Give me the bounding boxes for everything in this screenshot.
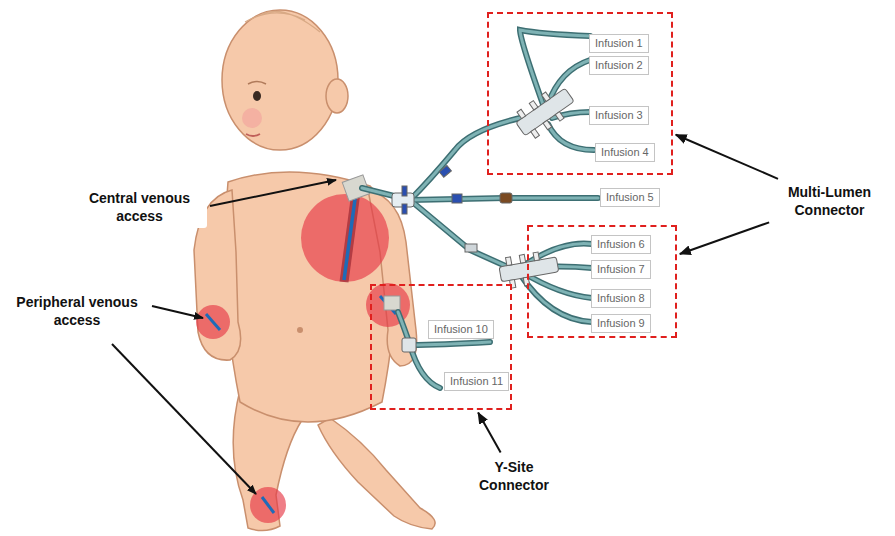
label-text: Central venous access [76,189,203,225]
access-site [196,175,410,523]
connector-hardware [392,82,579,352]
callout-arrow [676,135,778,179]
tubing [362,30,598,388]
label-text: Y-Site Connector [466,458,562,494]
ear [326,79,348,113]
label-text: Infusion 4 [601,146,649,159]
connector-group: Infusion 6 Infusion 7 Infusion 8 Infusion 9 [527,225,677,338]
head [222,10,338,150]
infusion-label: Infusion 4 [595,143,655,162]
callout-label: Peripheral venous access [4,290,150,332]
infusion-label: Infusion 2 [589,56,649,75]
label-text: Infusion 5 [606,191,654,204]
label-text: Infusion 11 [450,375,503,388]
label-text: Infusion 8 [597,292,645,305]
label-text: Infusion 10 [434,323,488,336]
label-text: Infusion 6 [597,238,645,251]
leg [318,418,435,529]
callout-label: Multi-Lumen Connector [772,180,887,222]
callout-label: Y-Site Connector [462,455,566,497]
label-text: Infusion 3 [595,109,643,122]
face [242,11,320,333]
infusion-label: Infusion 7 [591,260,651,279]
connector-group: Infusion 10 Infusion 11 [370,284,512,410]
infusion-label: Infusion 6 [591,235,651,254]
label-text: Infusion 1 [595,37,643,50]
label-text: Peripheral venous access [8,293,146,329]
infusion-label: Infusion 3 [589,106,649,125]
infusion-label: Infusion 9 [591,314,651,333]
infusion-label: Infusion 8 [591,289,651,308]
infusion-label: Infusion 1 [589,34,649,53]
infusion-label: Infusion 11 [444,372,509,391]
callout-label: Central venous access [72,186,207,228]
infusion-label: Infusion 10 [428,320,494,339]
callout-arrow [680,222,769,254]
label-text: Multi-Lumen Connector [776,183,883,219]
label-text: Infusion 9 [597,317,645,330]
infusion-label: Infusion 5 [600,188,660,207]
label-text: Infusion 7 [597,263,645,276]
label-text: Infusion 2 [595,59,643,72]
callout-arrow [478,413,501,453]
connector-group: Infusion 1 Infusion 2 Infusion 3 Infusion 4 [487,12,673,175]
